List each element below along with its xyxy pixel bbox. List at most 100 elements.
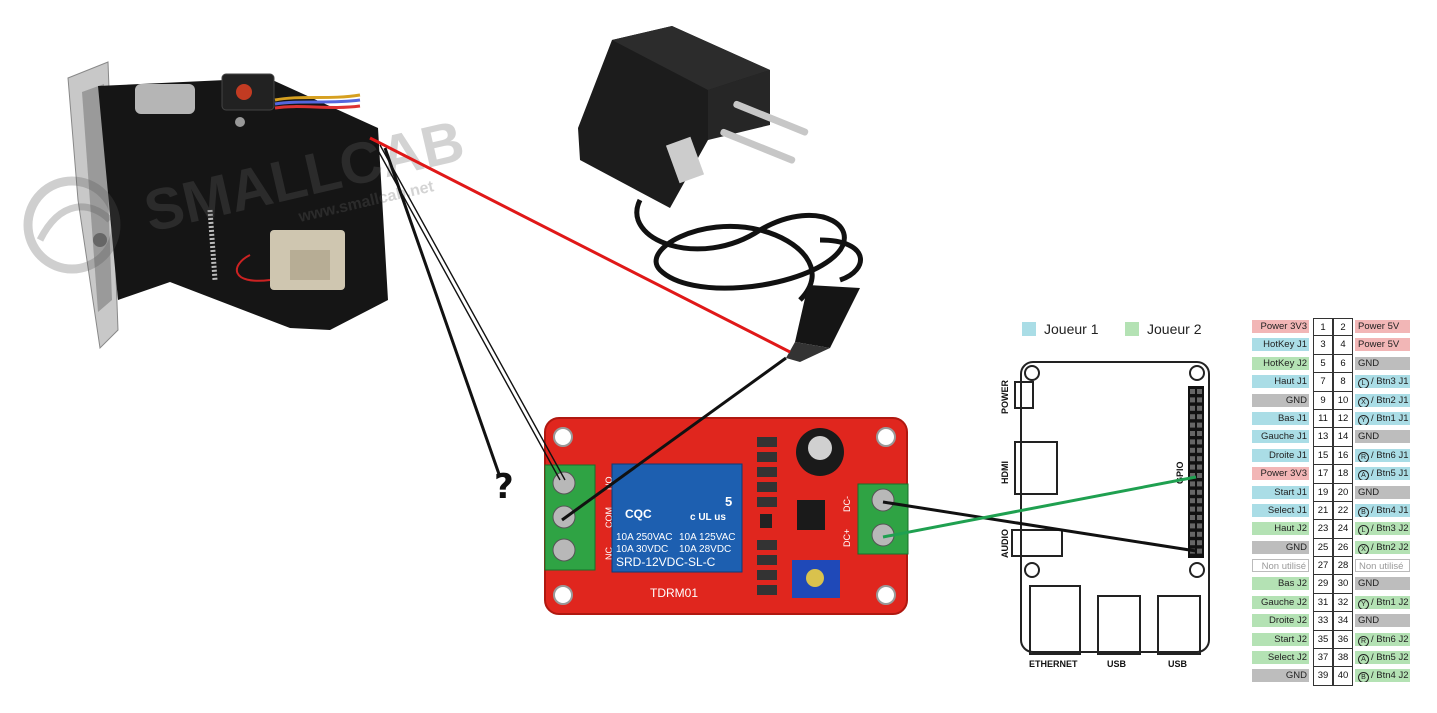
terminal-dc-minus-label: DC- <box>842 496 852 512</box>
button-letter-icon: A <box>1358 470 1369 481</box>
relay-module <box>611 463 743 573</box>
relay-spec-3: 10A 30VDC <box>616 544 668 555</box>
gpio-right-label: GND <box>1355 577 1410 591</box>
gpio-right-text: / Btn2 J2 <box>1371 541 1409 553</box>
button-letter-icon: L <box>1358 525 1369 536</box>
gpio-pin <box>1197 447 1202 453</box>
gpio-right-text: / Btn3 J2 <box>1371 523 1409 535</box>
gpio-right-label: A/ Btn5 J2 <box>1355 651 1410 665</box>
legend-joueur-1: Joueur 1 <box>1022 321 1098 337</box>
gpio-right-label: X/ Btn2 J1 <box>1355 393 1410 407</box>
gpio-pin <box>1190 531 1195 537</box>
usb-label-1: USB <box>1107 659 1127 669</box>
gpio-left-label: Gauche J1 <box>1252 430 1309 444</box>
gpio-right-text: GND <box>1358 431 1380 443</box>
button-letter-icon: B <box>1358 672 1369 683</box>
relay-number: 5 <box>725 494 732 509</box>
hdmi-label: HDMI <box>1000 461 1010 484</box>
ethernet-label: ETHERNET <box>1029 659 1078 669</box>
gpio-pin <box>1190 439 1195 445</box>
ethernet-port <box>1029 585 1081 655</box>
gpio-right-label: A/ Btn5 J1 <box>1355 467 1410 481</box>
gpio-pin <box>1190 523 1195 529</box>
audio-label: AUDIO <box>1000 529 1010 558</box>
gpio-left-label: Haut J1 <box>1252 375 1309 389</box>
gpio-left-label: Start J2 <box>1252 632 1309 646</box>
gpio-right-text: Non utilisé <box>1359 561 1404 573</box>
gpio-pin-odd: 9 <box>1313 391 1333 410</box>
gpio-pin-even: 8 <box>1333 373 1353 392</box>
gpio-pin-odd: 33 <box>1313 612 1333 631</box>
relay-spec-1: 10A 250VAC <box>616 532 673 543</box>
wire-white-2 <box>379 144 566 481</box>
relay-brand: CQC <box>625 507 652 521</box>
gpio-right-text: / Btn6 J1 <box>1371 449 1409 461</box>
hdmi-port <box>1014 441 1058 495</box>
gpio-pin <box>1197 464 1202 470</box>
gpio-pin-even: 10 <box>1333 391 1353 410</box>
legend-label-joueur-1: Joueur 1 <box>1044 321 1099 337</box>
sensor-icon <box>236 84 252 100</box>
gpio-pin <box>1197 439 1202 445</box>
power-label: POWER <box>1000 379 1010 414</box>
gpio-pin <box>1190 414 1195 420</box>
raspberry-pi-board <box>1011 361 1210 655</box>
gpio-pin-odd: 25 <box>1313 538 1333 558</box>
gpio-right-text: GND <box>1358 357 1380 369</box>
gpio-pin <box>1197 540 1202 546</box>
gpio-left-label: Start J1 <box>1252 485 1309 499</box>
button-letter-icon: R <box>1358 635 1369 646</box>
legend-label-joueur-2: Joueur 2 <box>1147 321 1202 337</box>
legend-joueur-2: Joueur 2 <box>1125 321 1201 337</box>
gpio-pin <box>1197 389 1202 394</box>
wire-black-com <box>561 356 787 522</box>
gpio-pin-odd: 21 <box>1313 501 1333 521</box>
relay-board: NO COM NC CQC c UL us 5 10A 250VAC 10A 1… <box>544 417 909 615</box>
gpio-left-label: Gauche J2 <box>1252 595 1309 609</box>
gpio-left-label: Droite J2 <box>1252 614 1309 628</box>
gpio-right-text: / Btn1 J2 <box>1371 596 1409 608</box>
button-letter-icon: R <box>1358 451 1369 462</box>
gpio-right-label: B/ Btn4 J1 <box>1355 503 1410 517</box>
gpio-left-label: Power 3V3 <box>1252 467 1309 481</box>
gpio-right-text: / Btn4 J1 <box>1371 504 1409 516</box>
gpio-pin <box>1197 414 1202 420</box>
gpio-right-text: / Btn5 J1 <box>1371 468 1409 480</box>
gpio-right-label: B/ Btn4 J2 <box>1355 669 1410 683</box>
gpio-pin-odd: 37 <box>1313 649 1333 668</box>
gpio-pin <box>1197 473 1202 478</box>
gpio-pin <box>1197 489 1202 495</box>
gpio-right-text: / Btn5 J2 <box>1371 652 1409 664</box>
plug-pin <box>720 128 796 164</box>
gpio-right-text: GND <box>1358 486 1380 498</box>
gpio-right-text: / Btn3 J1 <box>1371 376 1409 388</box>
button-letter-icon: X <box>1358 543 1369 554</box>
smd-components <box>757 437 777 595</box>
adapter-cable <box>634 198 847 302</box>
gpio-right-label: GND <box>1355 614 1410 628</box>
button-letter-icon: L <box>1358 378 1369 389</box>
gpio-pin <box>1190 397 1195 403</box>
gpio-pin <box>1197 397 1202 403</box>
gpio-label: GPIO <box>1175 461 1185 484</box>
gpio-pin-even: 40 <box>1333 667 1353 686</box>
gpio-left-label: Droite J1 <box>1252 448 1309 462</box>
gpio-pin <box>1197 523 1202 529</box>
gpio-left-label: HotKey J1 <box>1252 338 1309 352</box>
gpio-right-text: Power 5V <box>1358 339 1400 351</box>
adapter-label <box>665 136 705 184</box>
gpio-pin-even: 34 <box>1333 612 1353 631</box>
gpio-pin <box>1197 531 1202 537</box>
gpio-pin <box>1197 481 1202 487</box>
gpio-pin <box>1197 498 1202 504</box>
gpio-pin-odd: 31 <box>1313 593 1333 613</box>
wire-black-question <box>383 147 502 478</box>
gpio-pin-even: 36 <box>1333 630 1353 650</box>
relay-spec-2: 10A 125VAC <box>679 532 736 543</box>
gpio-right-label: Power 5V <box>1355 320 1410 333</box>
